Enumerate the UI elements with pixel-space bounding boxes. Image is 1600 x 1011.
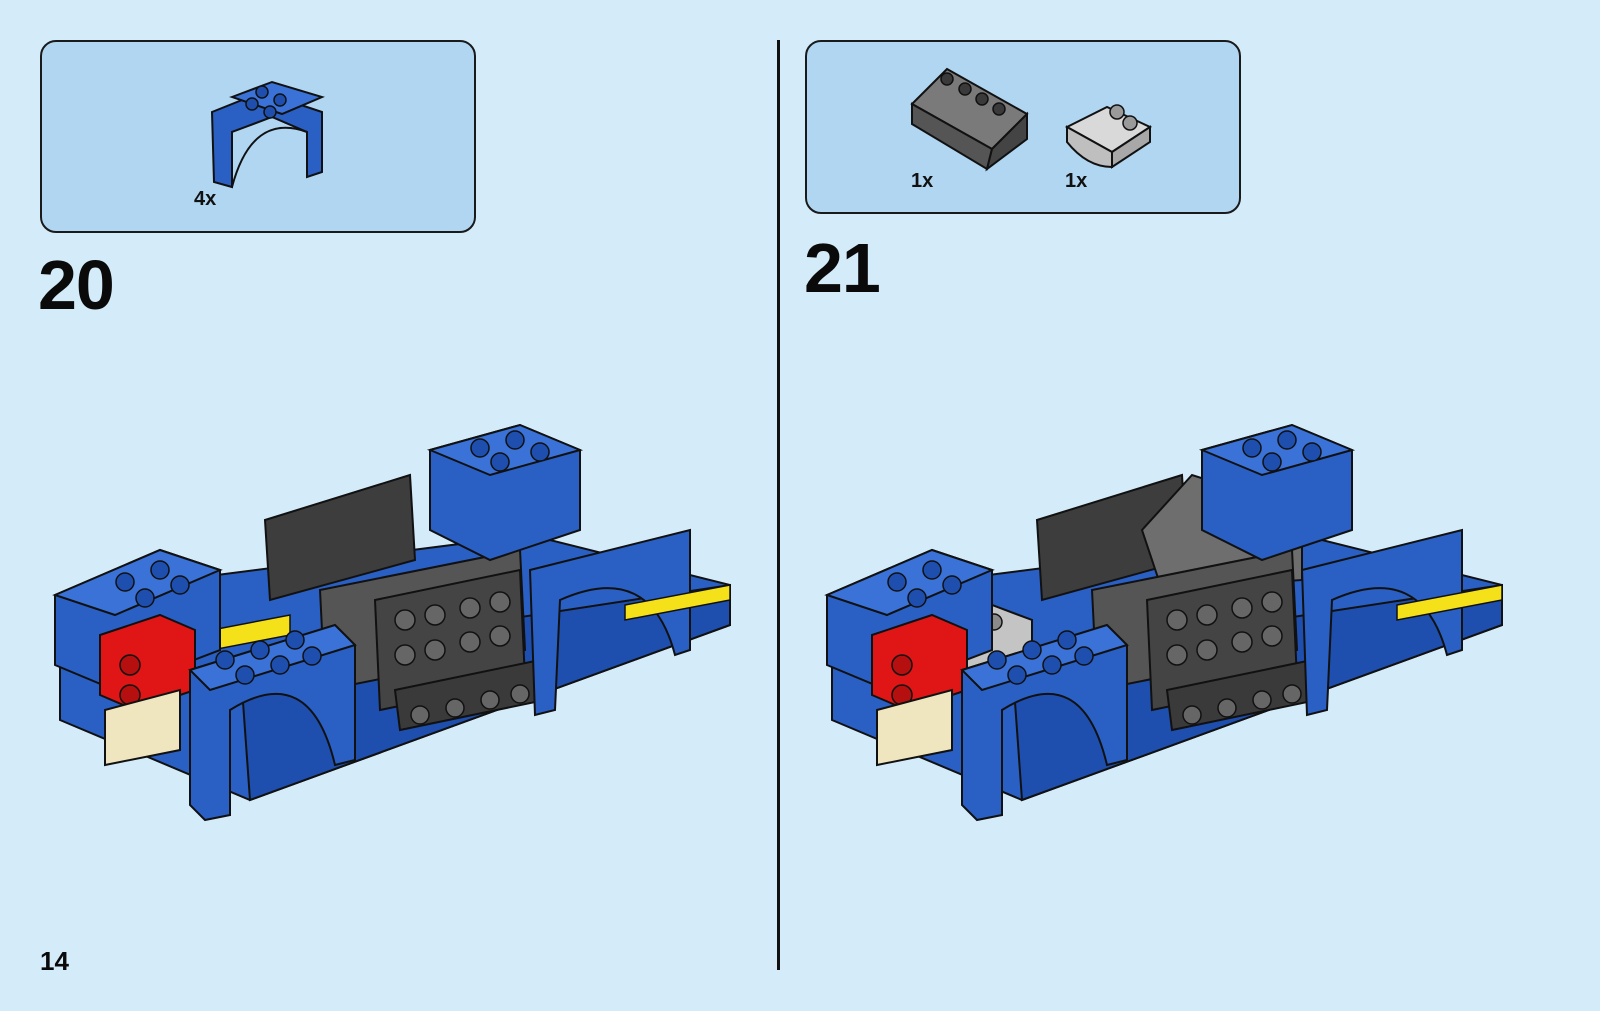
- step-number: 20: [38, 245, 114, 325]
- step-number: 21: [804, 228, 880, 308]
- dark-gray-slope-brick-icon: [907, 64, 1037, 174]
- car-build-step-21: [822, 420, 1512, 830]
- part-quantity: 4x: [194, 188, 216, 211]
- part-quantity: 1x: [911, 170, 933, 193]
- blue-wheel-arch-icon: [192, 62, 332, 192]
- light-gray-curved-slope-icon: [1062, 97, 1157, 172]
- page-number: 14: [40, 946, 69, 977]
- car-build-step-20: [50, 420, 740, 830]
- page-divider: [777, 40, 780, 970]
- parts-callout-step-21: 1x 1x: [805, 40, 1241, 214]
- parts-callout-step-20: 4x: [40, 40, 476, 233]
- part-quantity: 1x: [1065, 170, 1087, 193]
